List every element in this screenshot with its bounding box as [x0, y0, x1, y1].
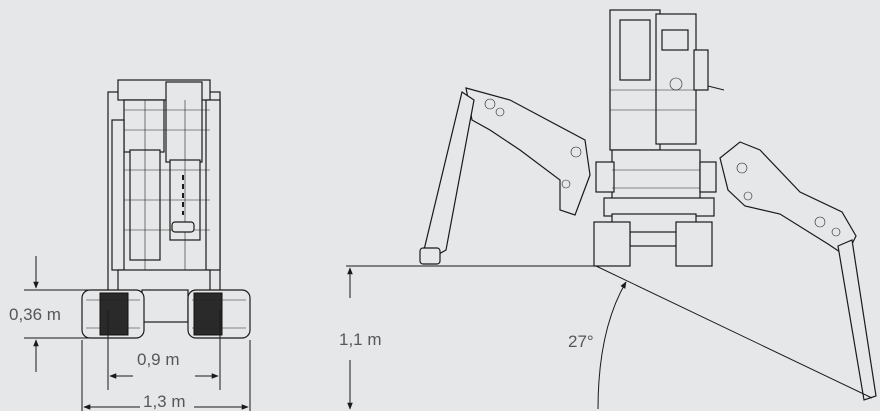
side-view-reference-lines — [346, 265, 873, 399]
track-gauge-label: 0,9 m — [137, 350, 180, 369]
track-height-label: 0,36 m — [9, 305, 61, 324]
angle-dimension: 27° — [568, 281, 627, 410]
side-view-machine — [419, 9, 877, 401]
track-height-dimension: 0,36 m — [9, 256, 96, 372]
track-gauge-dimension: 0,9 m — [107, 310, 221, 390]
overall-width-dimension: 1,3 m — [81, 340, 251, 411]
overall-width-label: 1,3 m — [143, 392, 186, 411]
ground-height-label: 1,1 m — [339, 330, 382, 349]
front-view-machine — [81, 79, 251, 339]
ground-height-dimension: 1,1 m — [339, 267, 382, 410]
angle-label: 27° — [568, 332, 594, 351]
